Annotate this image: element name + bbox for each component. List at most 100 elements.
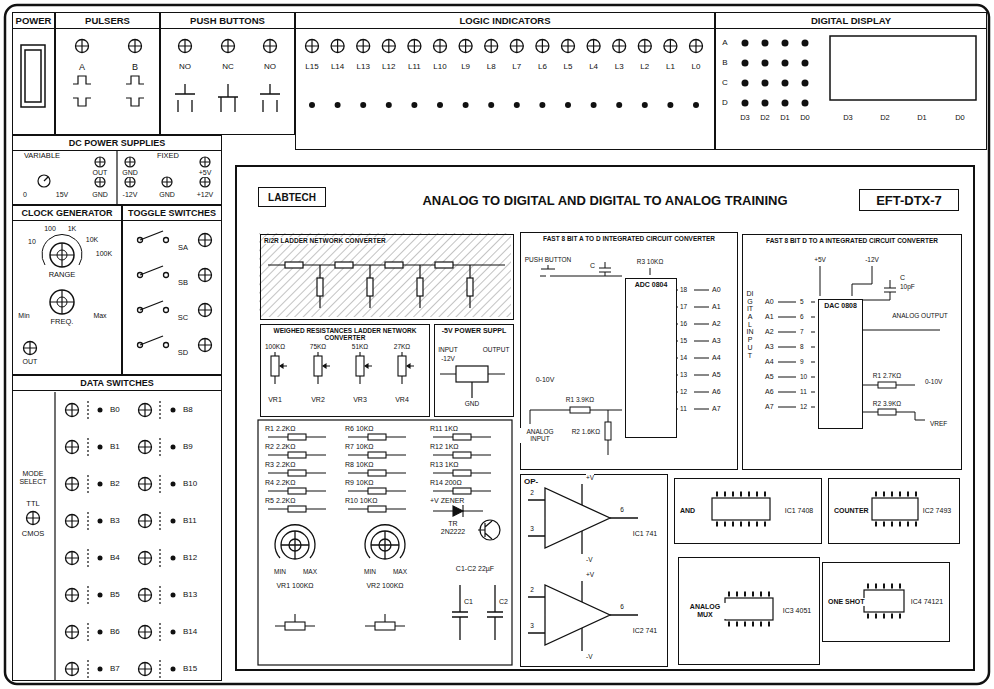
panel-label: 51KΩ bbox=[352, 343, 368, 350]
panel-label: A0 bbox=[765, 298, 774, 306]
indicator-post bbox=[664, 40, 677, 53]
panel-label: SB bbox=[178, 279, 188, 288]
panel-label: TTL bbox=[26, 500, 39, 509]
panel-label: R9 10KΩ bbox=[345, 479, 374, 487]
panel-label: R8 10KΩ bbox=[345, 461, 374, 469]
resistor-symbol bbox=[288, 488, 306, 494]
adc-circuit bbox=[674, 290, 709, 409]
section-title: ANALOG MUX bbox=[690, 603, 720, 618]
panel-label: C bbox=[722, 78, 728, 87]
display-socket bbox=[802, 60, 809, 67]
hatched-area bbox=[259, 233, 511, 317]
panel-label: A4 bbox=[765, 358, 774, 366]
zener-symbol bbox=[433, 503, 483, 517]
panel-label: +V ZENER bbox=[430, 497, 464, 505]
panel-label: FREQ. bbox=[51, 318, 74, 327]
panel-label: D1 bbox=[780, 114, 790, 123]
panel-label: IC1 741 bbox=[633, 530, 658, 538]
indicator-led bbox=[411, 102, 417, 108]
panel-label: R1 2.7KΩ bbox=[873, 372, 901, 379]
panel-label: B8 bbox=[183, 405, 193, 414]
panel-label: B2 bbox=[110, 479, 120, 488]
display-socket bbox=[762, 40, 769, 47]
panel-label: B14 bbox=[183, 627, 197, 636]
panel-frame bbox=[5, 5, 989, 684]
data-switch-post bbox=[66, 626, 79, 639]
resistor-symbol bbox=[288, 452, 306, 458]
divider-line bbox=[54, 392, 55, 681]
op-amp-symbol bbox=[528, 484, 638, 554]
panel-label: B4 bbox=[110, 553, 120, 562]
toggle-switch bbox=[164, 343, 169, 348]
data-switch-post bbox=[27, 512, 40, 525]
panel-label: 13 bbox=[680, 371, 687, 378]
indicator-led bbox=[642, 102, 648, 108]
panel-label: L7 bbox=[512, 62, 521, 71]
panel-label: R4 2.2KΩ bbox=[265, 479, 296, 487]
trimmer-symbol bbox=[285, 622, 305, 630]
data-switch-post bbox=[66, 552, 79, 565]
switch-led bbox=[98, 408, 176, 672]
panel-label: C bbox=[590, 262, 595, 270]
resistor-symbol bbox=[453, 470, 471, 476]
indicator-post bbox=[587, 40, 600, 53]
panel-label: A0 bbox=[712, 286, 721, 294]
panel-section: PUSH BUTTONS bbox=[160, 12, 295, 135]
display-socket bbox=[782, 100, 789, 107]
toggle-switch bbox=[138, 231, 169, 348]
resistor-symbol bbox=[417, 278, 423, 296]
panel-label: L10 bbox=[433, 62, 446, 71]
panel-label: B bbox=[132, 62, 138, 72]
panel-label: B13 bbox=[183, 590, 197, 599]
panel-label: L0 bbox=[692, 62, 701, 71]
pulser-post bbox=[76, 40, 142, 53]
indicator-led bbox=[565, 102, 571, 108]
panel-label: GND bbox=[92, 191, 108, 199]
panel-label: R12 1KΩ bbox=[430, 443, 459, 451]
data-switch-post bbox=[139, 663, 152, 676]
panel-label: A3 bbox=[712, 337, 721, 345]
supply-post bbox=[95, 157, 210, 187]
push-button-post bbox=[222, 40, 235, 53]
panel-label: NC bbox=[222, 62, 234, 71]
panel-section: FAST 8 BIT D TO A INTEGRATED CIRCUIT CON… bbox=[742, 234, 962, 470]
data-switch-post bbox=[139, 404, 152, 417]
supply-post bbox=[200, 157, 210, 167]
panel-label: R1 3.9KΩ bbox=[566, 396, 594, 403]
indicator-post bbox=[613, 40, 626, 53]
section-title: DIGITAL DISPLAY bbox=[811, 15, 891, 26]
panel-label: ANALOG OUTPUT bbox=[892, 312, 948, 319]
clock-knob bbox=[50, 243, 74, 267]
panel-section: COUNTERIC2 7493 bbox=[828, 478, 960, 544]
section-title: FAST 8 BIT A TO D INTEGRATED CIRCUIT CON… bbox=[543, 235, 715, 242]
data-switch-post bbox=[139, 626, 152, 639]
data-switch-post bbox=[66, 663, 79, 676]
indicator-led bbox=[463, 102, 469, 108]
panel-label: A6 bbox=[765, 388, 774, 396]
toggle-switch bbox=[140, 231, 163, 240]
indicator-post bbox=[510, 40, 523, 53]
indicator-post bbox=[434, 40, 447, 53]
potentiometer-knob bbox=[275, 525, 315, 559]
toggle-switch bbox=[140, 266, 163, 275]
indicator-post bbox=[562, 40, 575, 53]
panel-label: VARIABLE bbox=[24, 152, 60, 161]
pulser-post bbox=[129, 40, 142, 53]
clock-post bbox=[24, 342, 37, 355]
panel-label: NO bbox=[264, 62, 276, 71]
indicator-led bbox=[539, 102, 545, 108]
panel-label: A bbox=[722, 38, 727, 47]
panel-label: C1 bbox=[464, 598, 473, 606]
panel-label: 16 bbox=[680, 320, 687, 327]
display-socket bbox=[742, 40, 809, 107]
indicator-post bbox=[408, 40, 421, 53]
toggle-post bbox=[199, 269, 212, 282]
ic-chip: ADC 0804 bbox=[625, 278, 677, 438]
panel-label: MIN bbox=[274, 568, 286, 575]
indicator-led bbox=[309, 102, 315, 108]
section-title: PUSH BUTTONS bbox=[190, 15, 265, 26]
potentiometer-symbol bbox=[356, 356, 364, 376]
section-title: AND bbox=[680, 507, 695, 514]
display-socket bbox=[742, 80, 749, 87]
panel-label: MAX bbox=[303, 568, 317, 575]
